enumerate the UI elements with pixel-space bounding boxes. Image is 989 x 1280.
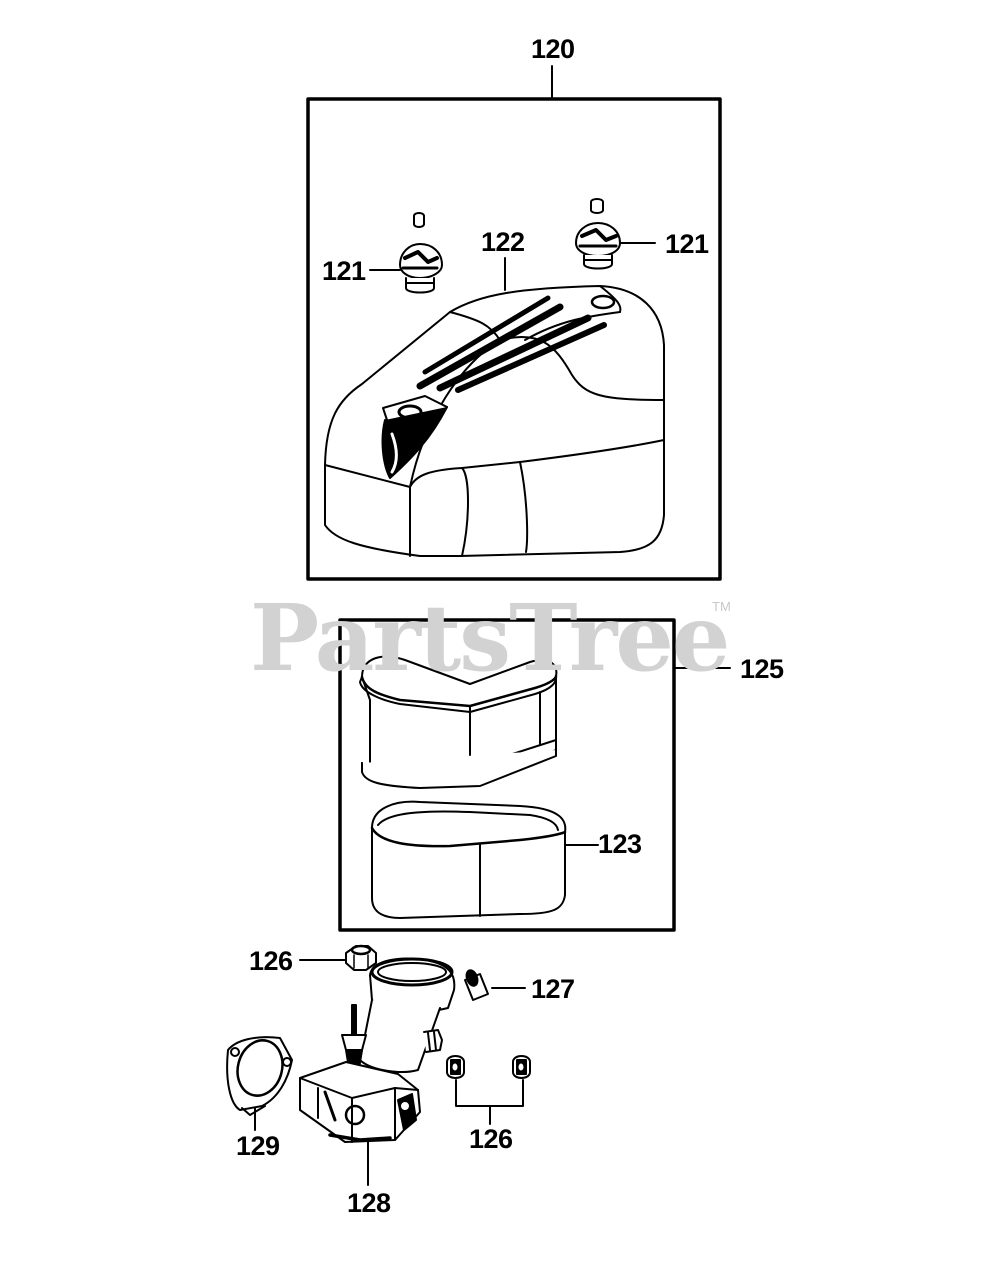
watermark-trademark: TM bbox=[712, 599, 731, 614]
callout-129: 129 bbox=[236, 1131, 280, 1161]
air-filter-element bbox=[359, 655, 558, 789]
watermark-logo: PartsTree bbox=[250, 584, 730, 692]
leader-126-bottom bbox=[455, 1079, 524, 1107]
filter-kit-box bbox=[338, 618, 676, 932]
housing-assembly-box bbox=[306, 97, 722, 581]
knob-left bbox=[399, 212, 443, 294]
spacer-tube bbox=[464, 969, 489, 1001]
callout-121-left: 121 bbox=[322, 256, 366, 286]
callout-123: 123 bbox=[598, 829, 642, 859]
knob-right bbox=[575, 198, 621, 270]
callout-127: 127 bbox=[531, 974, 575, 1004]
nut-bottom-left bbox=[446, 1055, 465, 1079]
callout-125: 125 bbox=[740, 654, 784, 684]
callout-122: 122 bbox=[481, 227, 525, 257]
gasket bbox=[226, 1036, 293, 1116]
callout-126-bottom: 126 bbox=[469, 1124, 513, 1154]
callout-128: 128 bbox=[347, 1188, 391, 1218]
air-cleaner-cover bbox=[324, 285, 665, 557]
callout-121-right: 121 bbox=[665, 229, 709, 259]
nut-bottom-right bbox=[512, 1055, 531, 1079]
air-cleaner-base bbox=[299, 957, 456, 1143]
callout-126-top: 126 bbox=[249, 946, 293, 976]
pre-cleaner bbox=[370, 800, 567, 919]
nut-top bbox=[345, 944, 377, 971]
callout-120: 120 bbox=[531, 34, 575, 64]
